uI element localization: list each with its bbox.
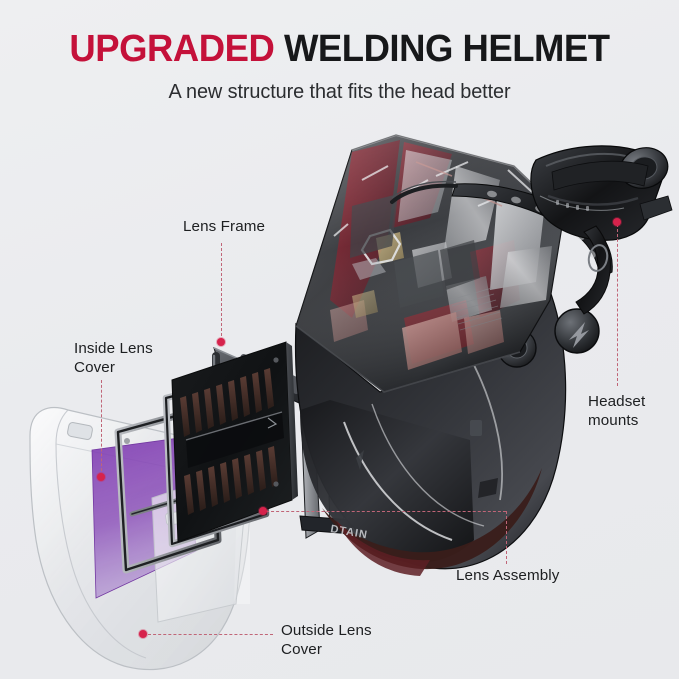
leader-lens-assembly-h	[266, 511, 506, 512]
callout-outside-lens-cover: Outside Lens Cover	[281, 622, 372, 659]
page-title-accent: UPGRADED	[69, 28, 275, 70]
dot-outside-lens-cover	[139, 630, 147, 638]
page-title-rest: WELDING HELMET	[274, 28, 610, 70]
dot-lens-assembly	[259, 507, 267, 515]
leader-headset-mounts	[617, 224, 618, 386]
header: UPGRADED WELDING HELMET A new structure …	[0, 0, 679, 104]
callout-lens-assembly: Lens Assembly	[456, 567, 560, 584]
leader-outside-lens-cover	[148, 634, 273, 635]
dot-headset-mounts	[613, 218, 621, 226]
callout-lens-frame: Lens Frame	[183, 218, 266, 235]
page-subtitle: A new structure that fits the head bette…	[168, 79, 511, 103]
headgear-ratchet-assembly	[390, 145, 673, 315]
dot-lens-frame	[217, 338, 225, 346]
callout-headset-mounts: Headset mounts	[588, 393, 646, 430]
leader-lens-assembly-v	[506, 511, 507, 564]
leader-inside-lens-cover	[101, 380, 102, 476]
auto-darkening-filter-cartridge	[171, 341, 298, 543]
callout-inside-lens-cover: Inside Lens Cover	[74, 340, 153, 377]
page-title: UPGRADED WELDING HELMET	[14, 0, 666, 70]
dot-inside-lens-cover	[97, 473, 105, 481]
leader-lens-frame	[221, 243, 222, 341]
